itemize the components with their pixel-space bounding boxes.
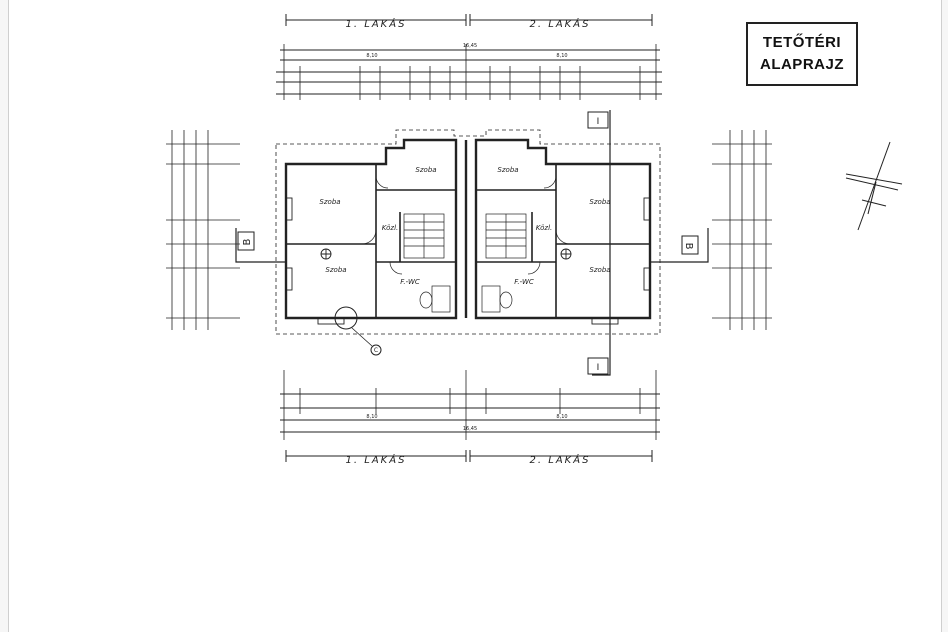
apartment-1-bottom-label: 1. LAKÁS bbox=[346, 453, 407, 466]
half-dimension-right-bottom-value: 8,10 bbox=[556, 414, 567, 420]
room-label-furdo-right: F.-WC bbox=[514, 278, 534, 286]
room-label-furdo-left: F.-WC bbox=[400, 278, 420, 286]
title-line-2: ALAPRAJZ bbox=[759, 56, 844, 73]
detail-marker bbox=[370, 344, 382, 356]
roof-eave-outline bbox=[275, 129, 661, 335]
section-b-right-label: B bbox=[683, 243, 694, 250]
room-label-szoba-e: Szoba bbox=[589, 198, 610, 206]
room-label-szoba-c: Szoba bbox=[415, 166, 436, 174]
outer-walls bbox=[284, 138, 652, 320]
room-label-szoba-d: Szoba bbox=[497, 166, 518, 174]
section-marker-b-left bbox=[237, 231, 255, 251]
north-arrow bbox=[845, 141, 903, 231]
drawing-title-box: TETŐTÉRI ALAPRAJZ bbox=[746, 22, 858, 86]
stair-left bbox=[403, 213, 445, 259]
left-dimension-chains bbox=[166, 130, 240, 330]
right-dimension-chains bbox=[712, 130, 772, 330]
room-label-szoba-f: Szoba bbox=[589, 266, 610, 274]
door-swings bbox=[361, 175, 571, 275]
overall-dimension-bottom-value: 16,45 bbox=[463, 426, 477, 432]
title-line-1: TETŐTÉRI bbox=[762, 34, 842, 51]
section-marker-bottom-label: I bbox=[597, 363, 600, 373]
section-marker-top bbox=[587, 111, 609, 129]
section-line-b-left bbox=[235, 228, 286, 263]
inner-walls-right bbox=[476, 164, 650, 318]
apartment-2-bottom-label: 2. LAKÁS bbox=[530, 453, 591, 466]
overall-dimension-top-value: 16,45 bbox=[463, 43, 477, 49]
detail-callout-circle bbox=[334, 306, 358, 330]
section-marker-b-right bbox=[681, 235, 699, 255]
roof-windows bbox=[285, 197, 651, 325]
apartment-1-top-label: 1. LAKÁS bbox=[346, 17, 407, 30]
section-line-b-right bbox=[650, 228, 709, 263]
section-marker-top-label: I bbox=[597, 117, 600, 127]
room-label-kozl-right: Közl. bbox=[536, 224, 552, 232]
room-label-kozl-left: Közl. bbox=[382, 224, 398, 232]
section-marker-bottom bbox=[587, 357, 609, 375]
half-dimension-left-bottom-value: 8,10 bbox=[366, 414, 377, 420]
chimney-markers bbox=[320, 248, 572, 260]
section-b-left-label: B bbox=[242, 238, 253, 245]
inner-walls-left bbox=[286, 164, 456, 318]
bathroom-fixtures bbox=[419, 285, 513, 313]
room-label-szoba-a: Szoba bbox=[319, 198, 340, 206]
room-label-szoba-b: Szoba bbox=[325, 266, 346, 274]
section-line-i bbox=[592, 110, 611, 376]
stair-right bbox=[485, 213, 527, 259]
detail-marker-label: C bbox=[374, 347, 378, 354]
half-dimension-left-top-value: 8,10 bbox=[366, 53, 377, 59]
apartment-2-top-label: 2. LAKÁS bbox=[530, 17, 591, 30]
half-dimension-right-top-value: 8,10 bbox=[556, 53, 567, 59]
